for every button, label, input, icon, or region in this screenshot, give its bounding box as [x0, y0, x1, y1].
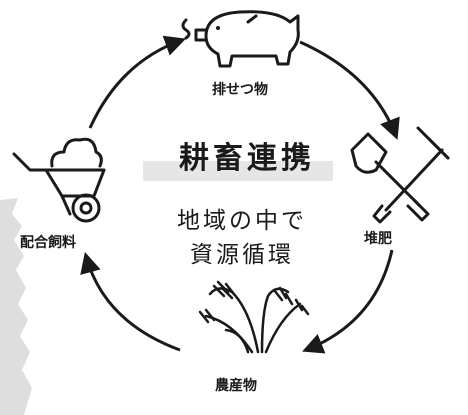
diagram-title: 耕畜連携: [179, 141, 315, 176]
arrow-compost-to-crops: [302, 249, 394, 354]
shovel-fork-icon: [350, 126, 450, 224]
title-highlight-band: [143, 161, 333, 181]
arrow-feed-to-manure: [88, 35, 186, 129]
wheelbarrow-icon: [12, 137, 106, 223]
center-subtitle-line1: 地域の中で: [177, 208, 307, 234]
center-subtitle-line2: 資源循環: [190, 242, 294, 268]
left-texture: [0, 198, 32, 415]
arrow-manure-to-compost: [299, 40, 400, 140]
rice-plant-icon: [198, 280, 310, 354]
pig-icon: [181, 10, 300, 68]
node-label-manure: 排せつ物: [212, 82, 268, 98]
arrow-crops-to-feed: [80, 251, 181, 352]
node-label-crops: 農産物: [215, 378, 257, 394]
node-label-compost: 堆肥: [364, 231, 392, 247]
pig-eye: [216, 26, 220, 30]
node-label-feed: 配合飼料: [20, 235, 76, 251]
